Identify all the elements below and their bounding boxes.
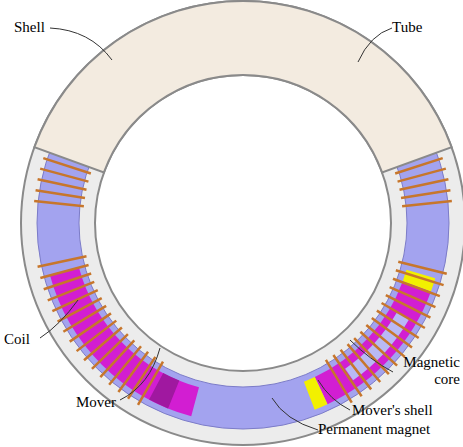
permanent-magnet — [309, 391, 321, 396]
coil-turn — [333, 355, 361, 396]
coil-turn — [398, 169, 446, 182]
shell-inner-edge — [95, 75, 391, 371]
leader-line — [350, 340, 393, 372]
coil-windings — [34, 158, 452, 405]
part-label: Magnetic core — [390, 354, 460, 388]
coil-turn — [400, 179, 449, 189]
coil-turn — [52, 290, 97, 311]
coil-turn — [118, 352, 148, 392]
coil-turn — [77, 321, 117, 352]
coil-turn — [377, 311, 419, 338]
coil-turn — [38, 256, 87, 266]
mover-parts — [64, 271, 421, 402]
mover-end — [156, 386, 174, 394]
leader-line — [50, 28, 112, 60]
leader-line — [358, 28, 392, 62]
coil-turn — [372, 318, 412, 348]
coil-turn — [326, 360, 352, 403]
coil-turn — [63, 306, 106, 332]
coil-turn — [40, 265, 88, 278]
shell — [34, 1, 451, 172]
part-label: Coil — [4, 331, 30, 348]
part-label: Mover's shell — [352, 402, 433, 419]
shell-outer-edge — [21, 1, 463, 445]
mover — [64, 271, 195, 402]
leader-line — [40, 300, 78, 338]
leader-line — [272, 398, 318, 430]
coil-turn — [401, 190, 450, 198]
coil-turn — [398, 262, 447, 274]
magnetic-core — [349, 316, 403, 375]
coil-turn — [70, 313, 111, 341]
coil-turn — [58, 298, 102, 321]
part-label: Permanent magnet — [318, 421, 430, 438]
coil-turn — [341, 350, 372, 390]
coil-turn — [348, 344, 381, 382]
leader-lines — [40, 28, 393, 430]
coil-turn — [382, 303, 425, 328]
coil-turn — [402, 201, 452, 206]
coil-turn — [38, 179, 87, 189]
coil-turn — [386, 295, 431, 318]
coil-turn — [390, 287, 436, 307]
leader-line — [120, 348, 160, 400]
part-label: Shell — [14, 19, 45, 36]
leader-line — [318, 380, 350, 410]
part-label: Mover — [76, 394, 116, 411]
coil-turn — [36, 190, 85, 198]
part-label: Tube — [392, 19, 422, 36]
coil-turn — [84, 328, 122, 361]
coil-turn — [34, 201, 84, 206]
coil-turn — [393, 279, 440, 296]
